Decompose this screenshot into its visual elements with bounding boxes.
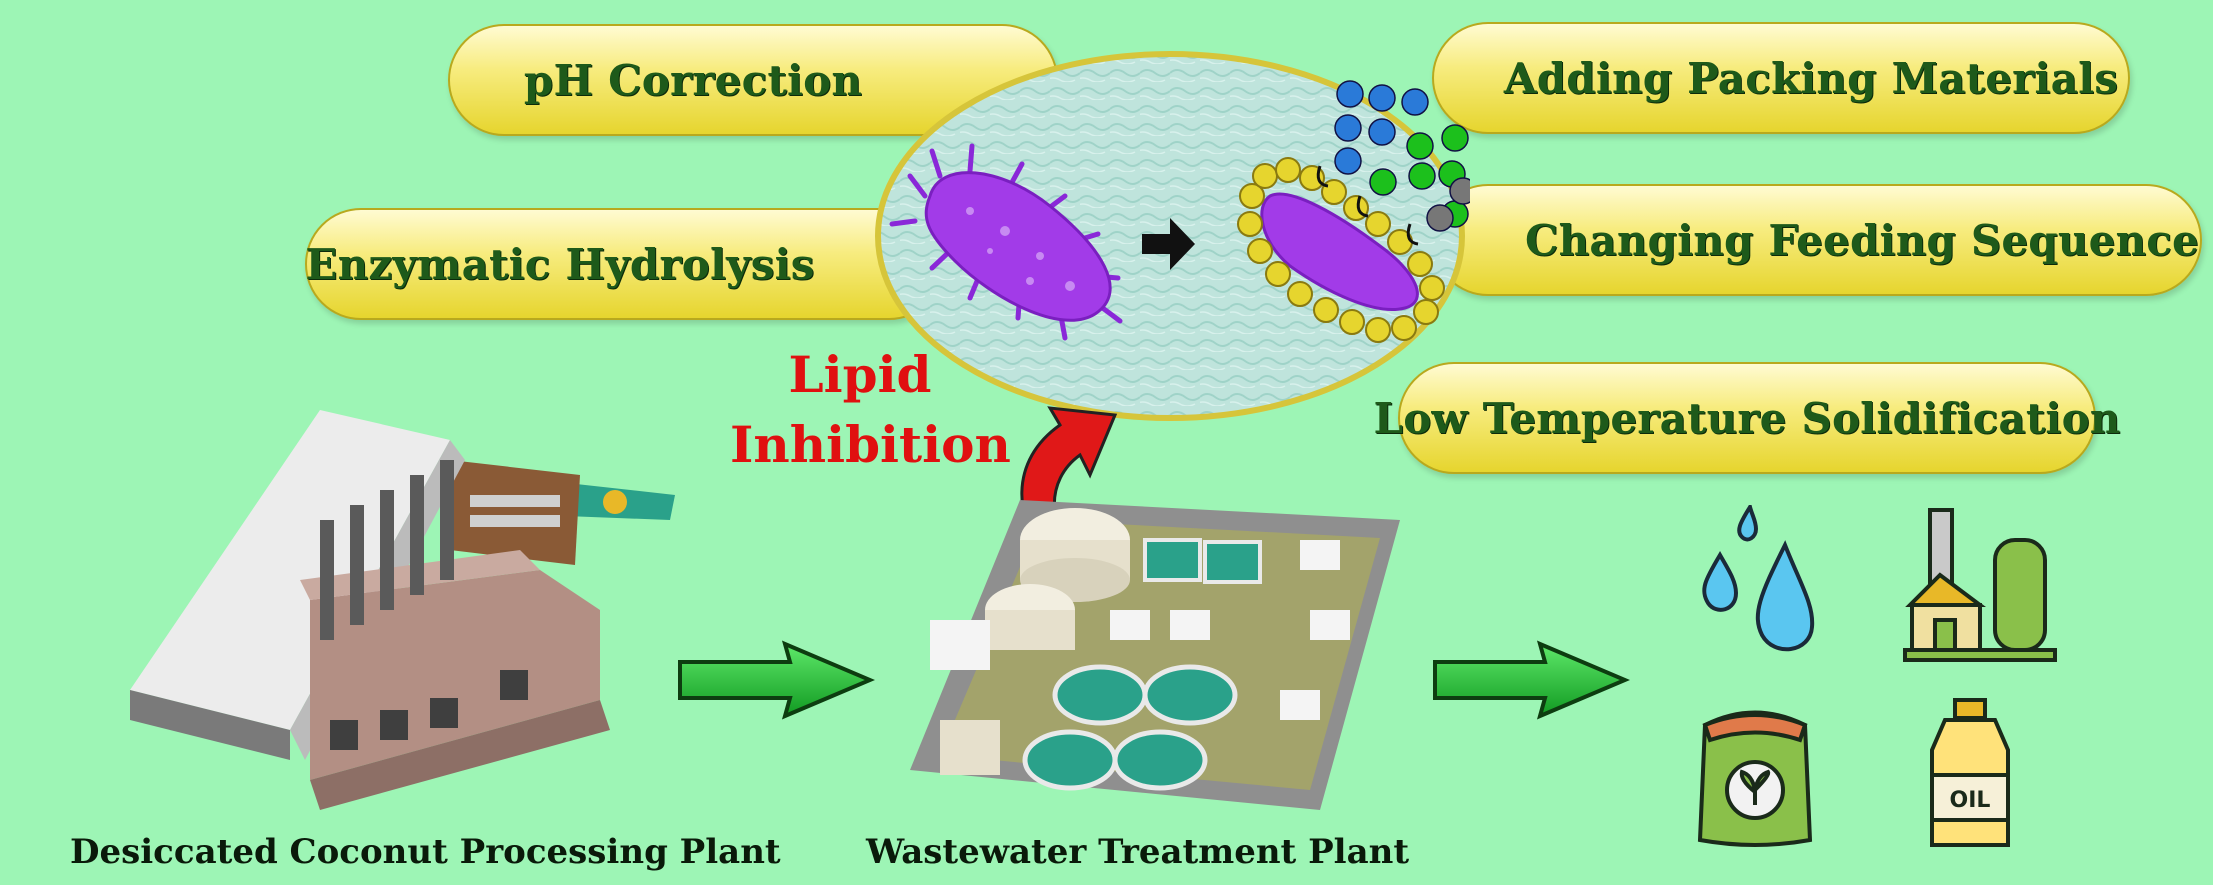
pill-enzymatic-hydrolysis-label: Enzymatic Hydrolysis — [305, 239, 815, 289]
lipid-inhibition-line2: Inhibition — [730, 415, 1011, 474]
pill-low-temperature-label: Low Temperature Solidification — [1373, 393, 2121, 443]
pill-adding-packing: Adding Packing Materials — [1432, 22, 2130, 134]
pill-ph-correction-label: pH Correction — [523, 55, 863, 105]
pill-changing-feeding-label: Changing Feeding Sequence — [1525, 215, 2199, 265]
wastewater-treatment-plant-icon — [910, 500, 1400, 810]
transform-arrow-icon — [1142, 218, 1195, 270]
pill-low-temperature: Low Temperature Solidification — [1373, 362, 2120, 474]
flow-arrow-2-icon — [1433, 640, 1630, 720]
pill-adding-packing-label: Adding Packing Materials — [1503, 53, 2119, 103]
lipid-inhibition-ellipse — [875, 51, 1470, 421]
pill-ph-correction: pH Correction — [448, 24, 1058, 136]
lipid-inhibition-line1: Lipid — [788, 345, 932, 404]
oil-label: OIL — [1950, 788, 1991, 813]
fertilizer-bag-icon — [1697, 710, 1813, 847]
bacteria-icon — [889, 143, 1123, 341]
coconut-processing-plant-icon — [130, 410, 675, 810]
pill-changing-feeding: Changing Feeding Sequence — [1432, 184, 2202, 296]
pill-enzymatic-hydrolysis: Enzymatic Hydrolysis — [305, 208, 945, 320]
coated-bacteria-icon — [1237, 80, 1470, 343]
flow-arrow-1-icon — [678, 640, 875, 720]
biogas-plant-icon — [1903, 508, 2057, 662]
caption-wastewater-plant: Wastewater Treatment Plant — [866, 832, 1410, 872]
lipid-inhibition-label: Lipid Inhibition — [730, 340, 1011, 480]
oil-bottle-icon: OIL — [1930, 698, 2010, 847]
caption-coconut-plant: Desiccated Coconut Processing Plant — [70, 832, 781, 872]
water-drops-icon — [1702, 505, 1815, 652]
